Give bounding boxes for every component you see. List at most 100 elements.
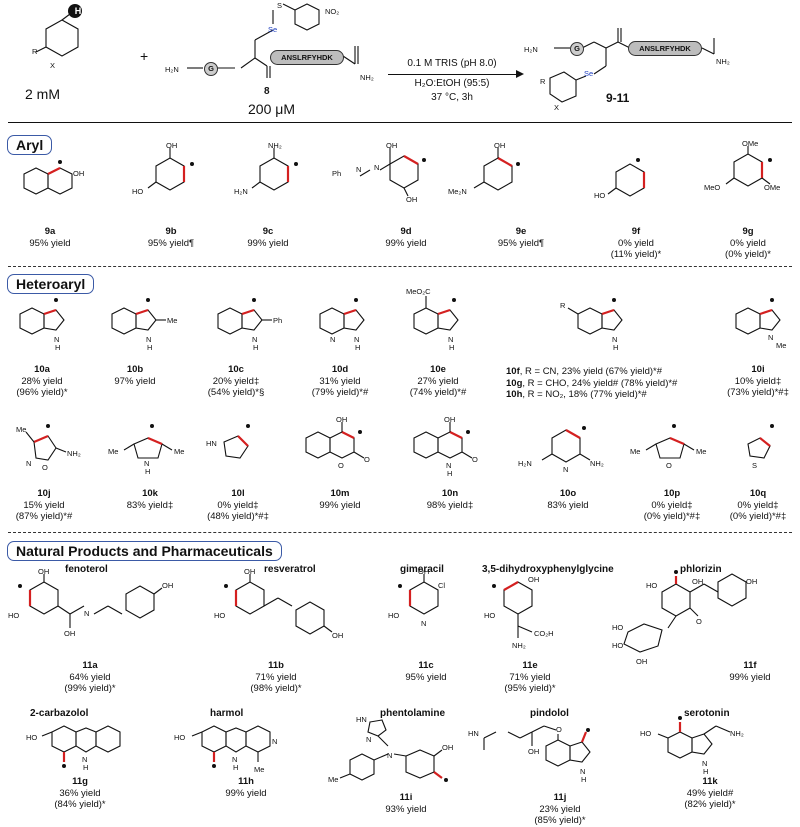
section-header-aryl: Aryl <box>7 135 53 155</box>
structure-10c: NH Ph <box>217 298 282 352</box>
structure-10b: NH Me <box>111 298 177 352</box>
atom-O: O <box>666 461 672 470</box>
svg-text:N: N <box>252 335 257 344</box>
atom-HO: HO <box>132 187 143 196</box>
divider-hetero-natural <box>8 532 792 533</box>
atom-OH: OH <box>692 577 703 586</box>
atom-OH: OH <box>73 169 84 178</box>
atom-N: N <box>563 465 568 474</box>
svg-text:H: H <box>55 343 60 352</box>
structure-11f: HO OH OH O HO HO OH <box>612 570 757 666</box>
atom-Me: Me <box>328 775 338 784</box>
peptide-compound-number: 8 <box>264 86 270 97</box>
atom-Me: Me <box>174 447 184 456</box>
name-gimeracil: gimeracil <box>400 564 444 575</box>
structure-10o: H₂N N NH₂ <box>518 426 604 474</box>
atom-Ph: Ph <box>273 316 282 325</box>
product-sequence-pill: ANSLRFYHDK <box>628 41 702 56</box>
atom-HO: HO <box>484 611 495 620</box>
peptide-8-structure: NO₂ S Se H₂N NH₂ <box>165 1 374 82</box>
atom-OH: OH <box>442 743 453 752</box>
atom-N: N <box>356 165 361 174</box>
atom-HO: HO <box>214 611 225 620</box>
atom-O: O <box>42 463 48 472</box>
structure-10a: NH <box>19 298 65 352</box>
structure-11i: HN N N OH Me <box>328 715 453 784</box>
atom-OH: OH <box>38 567 49 576</box>
svg-text:N: N <box>768 333 773 342</box>
svg-text:N: N <box>448 335 453 344</box>
atom-H2N: H₂N <box>518 459 532 468</box>
atom-Me: Me <box>630 447 640 456</box>
svg-text:H: H <box>447 469 452 478</box>
structure-9e: OH Me₂N <box>448 141 520 196</box>
atom-HO: HO <box>26 733 37 742</box>
atom-N: N <box>421 619 426 628</box>
conditions-line-2: H₂O:EtOH (95:5) <box>414 78 490 89</box>
structure-10e: MeO₂C NH <box>406 287 459 352</box>
atom-O: O <box>472 455 478 464</box>
peptide-NH2: NH₂ <box>360 73 374 82</box>
atom-NH2: NH₂ <box>730 729 744 738</box>
peptide-Se: Se <box>268 25 277 34</box>
atom-OH: OH <box>336 415 347 424</box>
atom-OH: OH <box>386 141 397 150</box>
atom-OH: OH <box>746 577 757 586</box>
structure-10k: Me Me NH <box>108 424 184 476</box>
name-resveratrol: resveratrol <box>264 564 316 575</box>
atom-Me: Me <box>776 341 786 350</box>
product-NH2: NH₂ <box>716 57 730 66</box>
reagent-R: R <box>32 47 38 56</box>
atom-NH: N <box>54 335 59 344</box>
peptide-NO2: NO₂ <box>325 7 339 16</box>
name-fenoterol: fenoterol <box>65 564 108 575</box>
product-label: 9-11 <box>606 91 630 105</box>
atom-Cl: Cl <box>438 581 445 590</box>
product-X: X <box>554 103 559 112</box>
atom-Me: Me <box>108 447 118 456</box>
reagent-H-marker: H <box>74 6 82 16</box>
svg-text:N: N <box>446 461 451 470</box>
atom-N: N <box>84 609 89 618</box>
svg-text:H: H <box>613 343 618 352</box>
atom-OH: OH <box>166 141 177 150</box>
atom-OH: OH <box>444 415 455 424</box>
svg-text:H: H <box>703 767 708 776</box>
reagent-concentration: 2 mM <box>25 86 60 102</box>
product-Se: Se <box>584 69 593 78</box>
atom-CO2H: CO₂H <box>534 629 554 638</box>
peptide-concentration: 200 μM <box>248 101 295 117</box>
atom-O: O <box>364 455 370 464</box>
atom-NH2: NH₂ <box>268 141 282 150</box>
svg-text:H: H <box>233 763 238 772</box>
atom-Me: Me <box>16 425 26 434</box>
svg-text:H: H <box>83 763 88 772</box>
structure-11a: OH HO OH N OH <box>8 567 173 638</box>
structure-9a: OH <box>23 160 84 195</box>
svg-text:N: N <box>702 759 707 768</box>
name-2-carbazolol: 2-carbazolol <box>30 708 89 719</box>
structure-9g: OMe MeO OMe <box>704 139 780 192</box>
atom-O: O <box>696 617 702 626</box>
atom-MeO2C: MeO₂C <box>406 287 431 296</box>
label-10fgh: 10f, R = CN, 23% yield (67% yield)*# 10g… <box>506 366 678 400</box>
structure-10d: N NH <box>319 298 365 352</box>
name-phentolamine: phentolamine <box>380 708 446 719</box>
atom-N: N <box>366 735 371 744</box>
divider-top <box>8 122 792 123</box>
name-serotonin: serotonin <box>684 708 730 719</box>
atom-O: O <box>338 461 344 470</box>
name-pindolol: pindolol <box>530 708 569 719</box>
structure-10fgh: R NH <box>560 298 623 352</box>
